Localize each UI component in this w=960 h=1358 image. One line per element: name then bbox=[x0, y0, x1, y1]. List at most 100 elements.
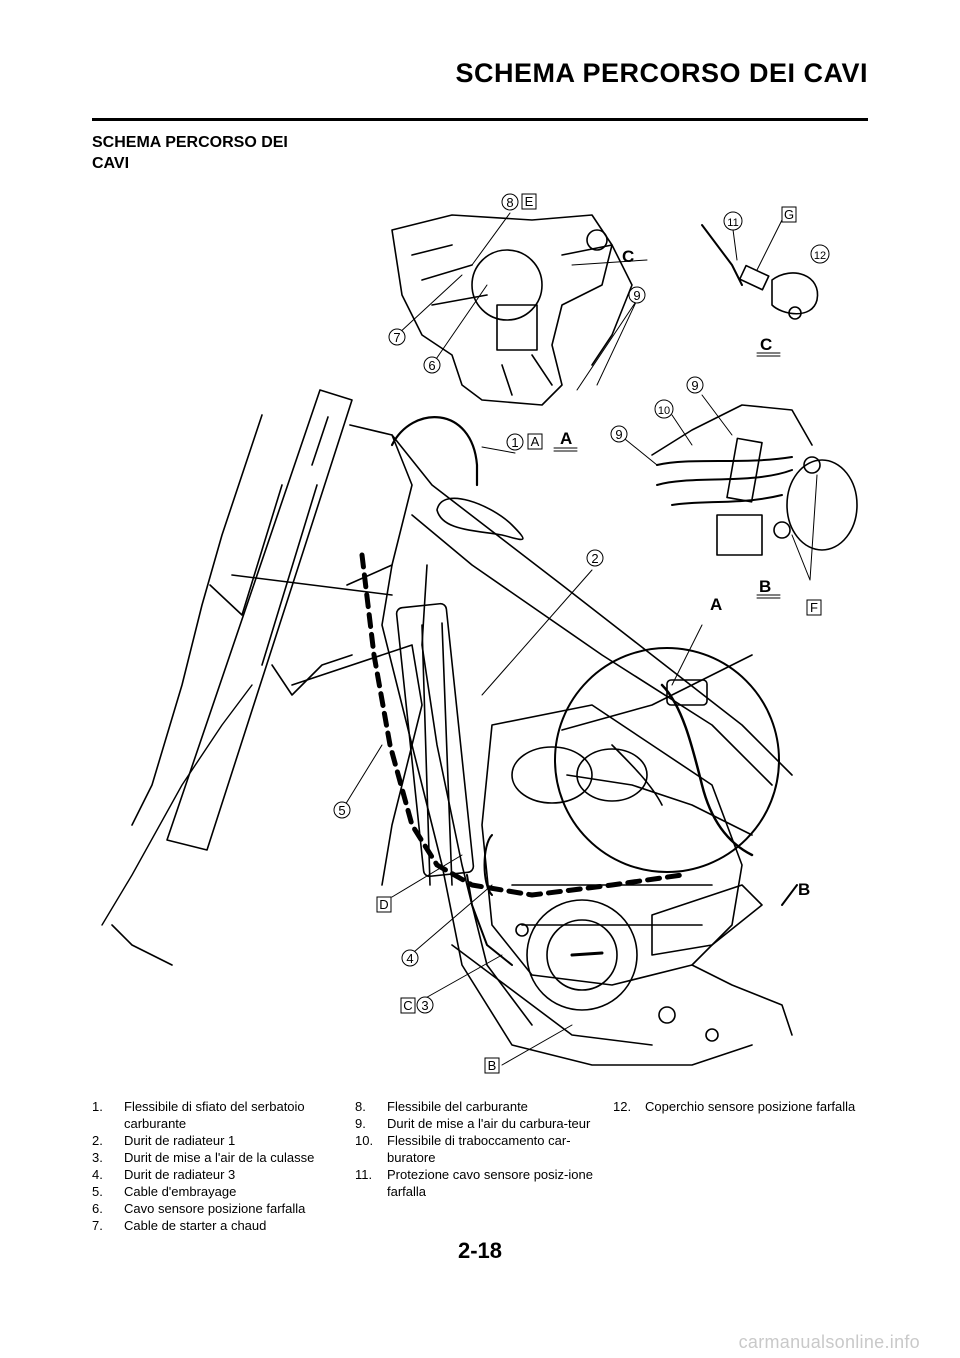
steering-head bbox=[346, 424, 413, 586]
frame-down-tube bbox=[381, 564, 753, 1066]
svg-text:9: 9 bbox=[691, 378, 698, 393]
inset-b-clamp bbox=[726, 437, 763, 503]
leader-9-top bbox=[576, 299, 638, 391]
view-label-a-small: A bbox=[560, 429, 572, 448]
fender-mount bbox=[271, 654, 353, 696]
inset-b-fitting bbox=[773, 521, 791, 539]
radiator-fins bbox=[421, 622, 453, 886]
cylinder-breather-hose bbox=[451, 944, 653, 1046]
clutch-cover bbox=[526, 899, 638, 1011]
header-rule bbox=[92, 118, 868, 121]
legend-item: 1.Flessibile di sfiato del serbatoio car… bbox=[92, 1099, 305, 1131]
fender-tip bbox=[111, 924, 173, 966]
callout-2: 2 bbox=[586, 549, 604, 567]
cylinder-head-cover-2 bbox=[576, 748, 648, 802]
svg-text:9: 9 bbox=[615, 427, 622, 442]
carburetor-inset-detail bbox=[411, 244, 488, 306]
number-plate-edge bbox=[131, 414, 263, 826]
svg-text:1: 1 bbox=[511, 435, 518, 450]
section-heading: SCHEMA PERCORSO DEI CAVI bbox=[92, 132, 342, 174]
carburetor-body bbox=[496, 304, 538, 351]
svg-text:7: 7 bbox=[393, 330, 400, 345]
front-fork-left bbox=[166, 389, 353, 851]
view-label-b-arrow: B bbox=[798, 880, 810, 899]
watermark: carmanualsonline.info bbox=[738, 1332, 920, 1352]
svg-text:A: A bbox=[531, 434, 540, 449]
section-heading-line-2: CAVI bbox=[92, 155, 130, 172]
svg-text:4: 4 bbox=[406, 951, 413, 966]
triple-clamp bbox=[231, 574, 393, 596]
leader-6 bbox=[431, 284, 488, 366]
detail-a-bracket bbox=[666, 679, 708, 706]
detail-a-hose bbox=[611, 744, 663, 806]
clutch-cable-route bbox=[359, 552, 685, 898]
leader-10 bbox=[671, 414, 693, 446]
leader-2 bbox=[481, 569, 593, 696]
tps-sensor-cover bbox=[771, 272, 819, 315]
page-header-title: SCHEMA PERCORSO DEI CAVI bbox=[455, 58, 868, 88]
legend-item: 12.Coperchio sensore posizione farfalla bbox=[613, 1099, 856, 1114]
radiator-hose-3 bbox=[466, 874, 513, 966]
fender-edge bbox=[209, 484, 283, 616]
fork-detail bbox=[261, 416, 329, 666]
view-label-c-top: C bbox=[622, 247, 634, 266]
front-fender bbox=[101, 684, 253, 926]
svg-text:B: B bbox=[488, 1058, 497, 1073]
leader-view-c bbox=[571, 259, 648, 266]
view-label-b-inset: B bbox=[759, 577, 771, 596]
callout-box-c: C bbox=[400, 997, 416, 1014]
cable-routing-diagram: 1 2 3 4 5 6 7 8 9 9 9 10 11 12 A B C D E… bbox=[92, 185, 870, 1090]
callout-9-lower: 9 bbox=[610, 425, 628, 443]
leader-5 bbox=[341, 744, 383, 811]
section-heading-line-1: SCHEMA PERCORSO DEI bbox=[92, 134, 288, 151]
detail-a-frame-2 bbox=[566, 774, 753, 836]
callout-box-f: F bbox=[806, 599, 822, 616]
callout-3: 3 bbox=[416, 996, 434, 1014]
engine-guard bbox=[651, 884, 763, 956]
legend-column-3: 12.Coperchio sensore posizione farfalla bbox=[613, 1098, 868, 1115]
legend-item: 3.Durit de mise a l'air de la culasse bbox=[92, 1150, 315, 1165]
bolt-2 bbox=[658, 1006, 676, 1024]
leader-7 bbox=[396, 274, 463, 336]
bolt bbox=[515, 923, 529, 937]
svg-text:3: 3 bbox=[421, 998, 428, 1013]
callout-box-d: D bbox=[376, 896, 392, 913]
tps-cable bbox=[701, 224, 743, 286]
legend-item: 10.Flessibile di traboccamento car-burat… bbox=[355, 1133, 571, 1165]
inset-b-hose-2 bbox=[656, 456, 793, 466]
view-label-a-detail: A bbox=[710, 595, 722, 614]
legend-item: 5.Cable d'embrayage bbox=[92, 1184, 237, 1199]
tps-cover-protection bbox=[738, 264, 770, 291]
leader-1 bbox=[481, 446, 516, 454]
detail-a-frame bbox=[561, 654, 753, 731]
radiator bbox=[395, 602, 475, 878]
legend-item: 2.Durit de radiateur 1 bbox=[92, 1133, 236, 1148]
inset-b-outline bbox=[651, 404, 813, 456]
carburetor-linkage bbox=[561, 244, 633, 366]
cylinder-head-cover bbox=[511, 746, 593, 804]
rear-frame bbox=[691, 964, 793, 1036]
callout-5: 5 bbox=[333, 801, 351, 819]
inset-b-hose-1 bbox=[656, 469, 793, 486]
leader-3 bbox=[421, 954, 503, 1001]
detail-view-a-circle bbox=[554, 647, 780, 873]
clutch-cover-bolt bbox=[570, 951, 604, 957]
bolt-3 bbox=[705, 1028, 719, 1042]
clutch-cover-inner bbox=[546, 919, 618, 991]
view-label-c-inset: C bbox=[760, 335, 772, 354]
svg-text:12: 12 bbox=[814, 250, 826, 262]
svg-text:F: F bbox=[810, 600, 818, 615]
arrow-view-b bbox=[781, 884, 798, 906]
callout-9-upper: 9 bbox=[686, 376, 704, 394]
underline-view-a bbox=[553, 447, 578, 452]
svg-text:G: G bbox=[784, 207, 794, 222]
svg-text:11: 11 bbox=[727, 217, 738, 229]
svg-text:C: C bbox=[403, 998, 412, 1013]
radiator-hose-1 bbox=[483, 834, 493, 896]
page-number: 2-18 bbox=[457, 1238, 503, 1263]
carburetor-hoses bbox=[501, 354, 553, 396]
leader-f bbox=[791, 474, 818, 581]
callout-box-b: B bbox=[484, 1057, 500, 1074]
carburetor-bolt bbox=[586, 229, 608, 251]
legend-item: 6.Cavo sensore posizione farfalla bbox=[92, 1201, 306, 1216]
